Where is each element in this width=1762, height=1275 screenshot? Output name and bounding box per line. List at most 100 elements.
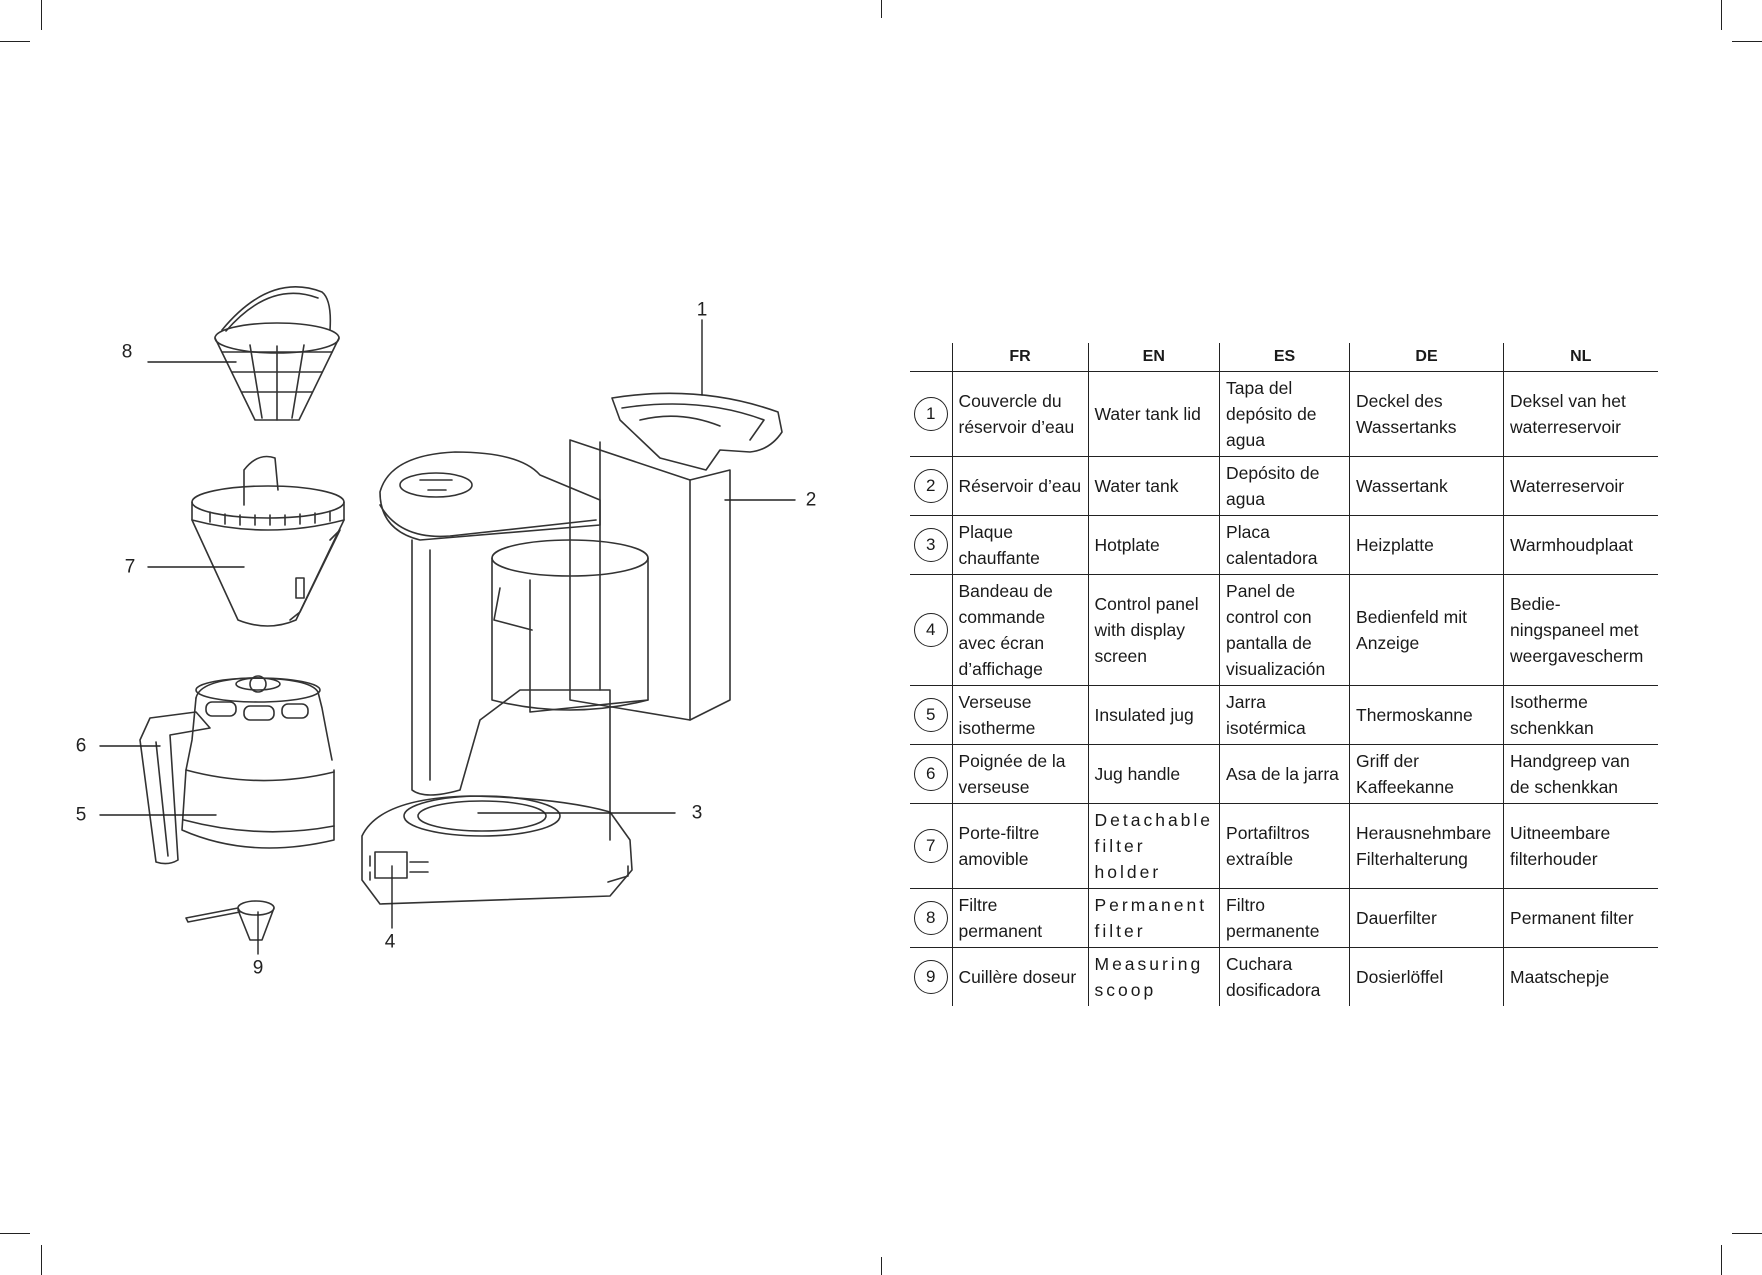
cell-nl: Bedie-ningspaneel met weergavescherm	[1503, 574, 1658, 686]
cell-en: Detachable filter holder	[1087, 803, 1220, 889]
callout-6: 6	[75, 735, 87, 757]
cell-de: Heizplatte	[1349, 515, 1504, 575]
table-row: 1 Couvercle du réservoir d’eau Water tan…	[910, 371, 1658, 457]
cell-fr: Porte-filtre amovible	[951, 803, 1088, 889]
table-row: 2 Réservoir d’eau Water tank Depósito de…	[910, 456, 1658, 516]
cell-es: Filtro permanente	[1219, 888, 1350, 948]
table-row: 3 Plaque chauffante Hotplate Placa calen…	[910, 515, 1658, 575]
cell-en: Water tank lid	[1087, 371, 1220, 457]
cell-es: Panel de control con pantalla de visuali…	[1219, 574, 1350, 686]
table-row: 8 Filtre permanent Permanent filter Filt…	[910, 888, 1658, 948]
cell-de: Griff der Kaffeekanne	[1349, 744, 1504, 804]
row-number: 8	[913, 901, 948, 935]
cell-es: Placa calentadora	[1219, 515, 1350, 575]
row-number-cell: 4	[910, 574, 952, 686]
cell-de: Thermoskanne	[1349, 685, 1504, 745]
cell-es: Portafiltros extraíble	[1219, 803, 1350, 889]
cell-en: Control panel with display screen	[1087, 574, 1220, 686]
cell-nl: Permanent filter	[1503, 888, 1658, 948]
cell-nl: Warmhoudplaat	[1503, 515, 1658, 575]
callout-2: 2	[805, 489, 817, 511]
cell-fr: Réservoir d’eau	[951, 456, 1088, 516]
cell-nl: Isotherme schenkkan	[1503, 685, 1658, 745]
coffee-maker-exploded-diagram	[99, 286, 796, 955]
cell-fr: Poignée de la verseuse	[951, 744, 1088, 804]
callout-9: 9	[252, 957, 264, 979]
header-en: EN	[1087, 343, 1220, 372]
cell-en: Hotplate	[1087, 515, 1220, 575]
row-number-cell: 2	[910, 456, 952, 516]
cell-de: Wassertank	[1349, 456, 1504, 516]
crop-mark	[41, 1245, 42, 1275]
cell-fr: Verseuse isotherme	[951, 685, 1088, 745]
row-number-cell: 5	[910, 685, 952, 745]
header-fr: FR	[951, 343, 1088, 372]
cell-de: Bedienfeld mit Anzeige	[1349, 574, 1504, 686]
callout-4: 4	[384, 931, 396, 953]
cell-fr: Bandeau de commande avec écran d’afficha…	[951, 574, 1088, 686]
cell-nl: Handgreep van de schenkkan	[1503, 744, 1658, 804]
callout-3: 3	[691, 802, 703, 824]
header-number	[910, 343, 952, 372]
cell-en: Measuring scoop	[1087, 947, 1220, 1006]
cell-en: Permanent filter	[1087, 888, 1220, 948]
cell-es: Cuchara dosificadora	[1219, 947, 1350, 1006]
header-es: ES	[1219, 343, 1350, 372]
row-number-cell: 3	[910, 515, 952, 575]
coffee-maker-body-drawing	[361, 392, 783, 905]
crop-mark	[1721, 0, 1722, 30]
row-number: 4	[913, 613, 948, 647]
row-number: 5	[913, 698, 948, 732]
row-number-cell: 9	[910, 948, 952, 1007]
measuring-scoop-drawing	[185, 900, 275, 941]
cell-de: Herausnehmbare Filterhalterung	[1349, 803, 1504, 889]
crop-mark	[0, 41, 30, 42]
callout-5: 5	[75, 804, 87, 826]
row-number: 9	[913, 960, 948, 994]
row-number-cell: 8	[910, 888, 952, 948]
callout-8: 8	[121, 341, 133, 363]
row-number-cell: 6	[910, 744, 952, 804]
crop-mark	[881, 0, 882, 18]
crop-mark	[41, 0, 42, 30]
cell-de: Dosierlöffel	[1349, 947, 1504, 1006]
cell-nl: Maatschepje	[1503, 947, 1658, 1006]
callout-1: 1	[696, 299, 708, 321]
header-nl: NL	[1503, 343, 1658, 372]
cell-nl: Uitneembare filterhouder	[1503, 803, 1658, 889]
cell-fr: Filtre permanent	[951, 888, 1088, 948]
row-number-cell: 7	[910, 803, 952, 889]
cell-es: Jarra isotérmica	[1219, 685, 1350, 745]
leader-lines	[99, 319, 796, 955]
cell-en: Water tank	[1087, 456, 1220, 516]
parts-list-table: FR EN ES DE NL 1 Couvercle du réservoir …	[910, 343, 1658, 1006]
cell-de: Dauerfilter	[1349, 888, 1504, 948]
cell-es: Tapa del depósito de agua	[1219, 371, 1350, 457]
cell-nl: Deksel van het waterreservoir	[1503, 371, 1658, 457]
row-number: 1	[913, 397, 948, 431]
table-row: 4 Bandeau de commande avec écran d’affic…	[910, 574, 1658, 686]
permanent-filter-drawing	[214, 286, 340, 421]
row-number: 7	[913, 829, 948, 863]
cell-es: Depósito de agua	[1219, 456, 1350, 516]
crop-mark	[1732, 1233, 1762, 1234]
table-row: 5 Verseuse isotherme Insulated jug Jarra…	[910, 685, 1658, 745]
table-row: 6 Poignée de la verseuse Jug handle Asa …	[910, 744, 1658, 804]
crop-mark	[1721, 1245, 1722, 1275]
header-de: DE	[1349, 343, 1504, 372]
table-row: 7 Porte-filtre amovible Detachable filte…	[910, 803, 1658, 889]
table-header-row: FR EN ES DE NL	[910, 343, 1658, 372]
cell-en: Jug handle	[1087, 744, 1220, 804]
cell-de: Deckel des Wassertanks	[1349, 371, 1504, 457]
insulated-jug-drawing	[139, 675, 335, 865]
row-number: 2	[913, 469, 948, 503]
crop-mark	[0, 1233, 30, 1234]
filter-holder-drawing	[191, 455, 345, 627]
crop-mark	[1732, 41, 1762, 42]
table-row: 9 Cuillère doseur Measuring scoop Cuchar…	[910, 947, 1658, 1007]
cell-es: Asa de la jarra	[1219, 744, 1350, 804]
cell-fr: Couvercle du réservoir d’eau	[951, 371, 1088, 457]
crop-mark	[881, 1257, 882, 1275]
row-number: 6	[913, 757, 948, 791]
callout-7: 7	[124, 556, 136, 578]
